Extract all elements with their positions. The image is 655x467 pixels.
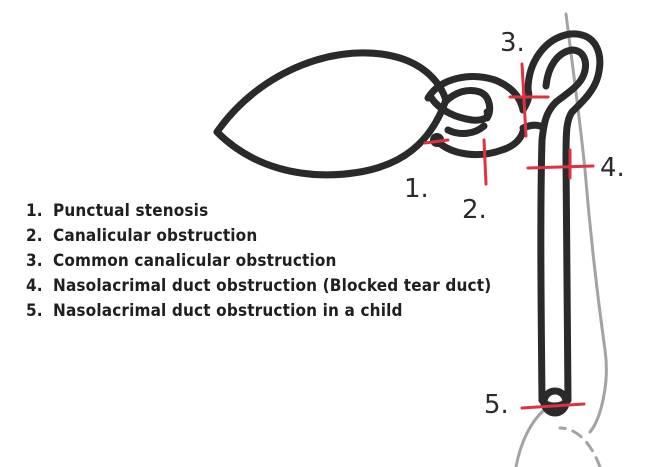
marker-5: 5. xyxy=(484,390,509,420)
legend-number: 3. xyxy=(26,251,43,271)
obstruction-marks xyxy=(423,62,595,410)
legend-label: Common canalicular obstruction xyxy=(53,251,337,271)
legend-label: Punctual stenosis xyxy=(53,201,209,221)
marker-4: 4. xyxy=(600,153,625,183)
legend-label: Nasolacrimal duct obstruction in a child xyxy=(53,301,403,321)
legend-item: 5. Nasolacrimal duct obstruction in a chi… xyxy=(26,299,491,324)
legend-label: Nasolacrimal duct obstruction (Blocked t… xyxy=(53,276,492,296)
legend-item: 2. Canalicular obstruction xyxy=(26,224,491,249)
eye-outline xyxy=(213,49,450,179)
legend-number: 4. xyxy=(26,276,43,296)
obstruction-mark-2 xyxy=(482,138,488,186)
obstruction-mark-5 xyxy=(520,402,586,410)
legend-number: 5. xyxy=(26,301,43,321)
legend-item: 4. Nasolacrimal duct obstruction (Blocked… xyxy=(26,274,491,299)
obstruction-mark-4a xyxy=(526,164,595,170)
legend-label: Canalicular obstruction xyxy=(53,226,258,246)
marker-1: 1. xyxy=(404,174,429,204)
duct-opening xyxy=(540,387,570,417)
legend-item: 3. Common canalicular obstruction xyxy=(26,249,491,274)
obstruction-mark-3a xyxy=(520,62,528,138)
marker-3: 3. xyxy=(500,28,525,58)
legend-item: 1. Punctual stenosis xyxy=(26,199,491,224)
legend-number: 1. xyxy=(26,201,43,221)
legend-list: 1. Punctual stenosis 2. Canalicular obstru… xyxy=(26,199,491,324)
obstruction-mark-1 xyxy=(423,138,450,145)
legend-number: 2. xyxy=(26,226,43,246)
marker-2: 2. xyxy=(462,195,487,225)
